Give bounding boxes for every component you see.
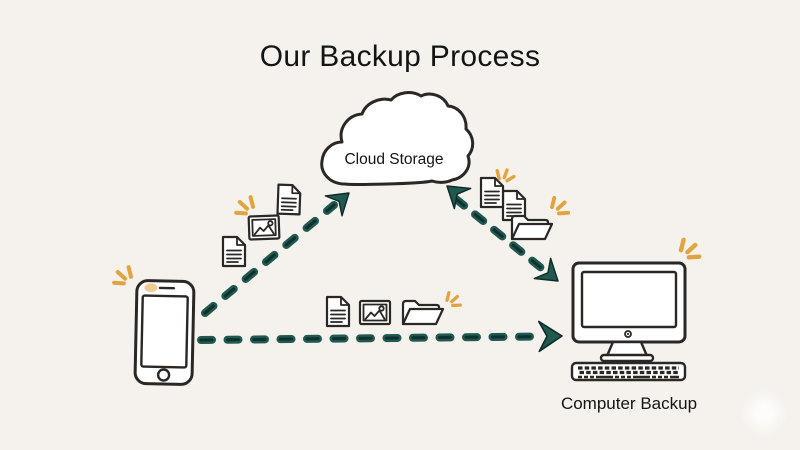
folder-icon — [401, 299, 445, 326]
flow-icons-phone-to-cloud — [221, 183, 302, 268]
sparkle-icon — [550, 195, 571, 216]
cloud-storage-label: Cloud Storage — [344, 151, 444, 168]
page-title: Our Backup Process — [259, 40, 541, 73]
phone-home-button — [156, 368, 171, 382]
computer-backup-label: Computer Backup — [560, 394, 698, 413]
sparkle-icon — [236, 197, 253, 213]
monitor-screen — [580, 270, 678, 329]
keyboard-keys — [578, 366, 679, 379]
sparkle-icon — [114, 267, 131, 283]
sparkle-icon — [445, 291, 462, 308]
document-icon — [276, 183, 302, 216]
photo-icon — [247, 214, 281, 241]
dashed-line-core — [199, 335, 540, 342]
arrow-phone-to-cloud — [201, 182, 359, 317]
cloud-illustration — [320, 91, 475, 186]
phone-camera-glow — [144, 283, 158, 293]
dashed-line-core — [454, 197, 547, 273]
computer-illustration — [570, 261, 687, 382]
sparkle-icon — [681, 240, 699, 258]
arrow-phone-to-computer — [197, 320, 564, 353]
phone-illustration — [133, 279, 196, 386]
photo-icon — [358, 299, 392, 326]
document-icon — [325, 295, 351, 328]
folder-icon — [510, 214, 554, 241]
arrow-cloud-computer-sync — [438, 175, 567, 292]
monitor-base — [599, 353, 655, 363]
phone-screen — [140, 294, 189, 369]
monitor-power-dot — [626, 332, 630, 336]
dashed-line-core — [203, 203, 336, 315]
arrowhead-icon — [537, 320, 564, 353]
document-icon — [479, 176, 505, 209]
document-icon — [221, 235, 247, 268]
cloud-shape — [320, 91, 475, 186]
flow-icons-phone-to-computer — [325, 291, 462, 328]
